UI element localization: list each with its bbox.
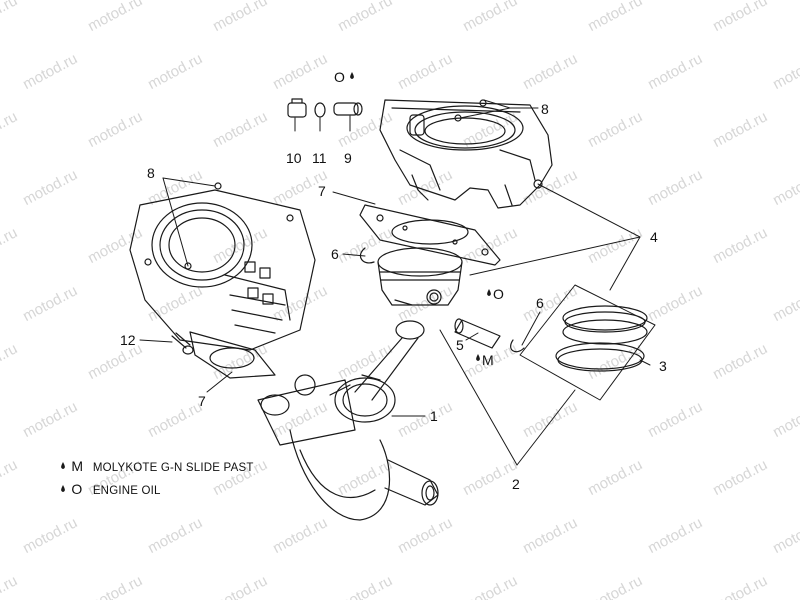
cylinder-drawing [379,99,553,209]
lube-mark-top-oil: O [334,69,345,85]
crankshaft-drawing [257,320,439,521]
lube-drop-icons [61,72,491,492]
callout-1: 1 [430,408,438,424]
callout-11: 11 [312,150,327,166]
lower-gasket-drawing [189,331,276,379]
callout-7-upper: 7 [318,183,326,199]
callout-6-right: 6 [536,295,544,311]
callout-4: 4 [650,229,658,245]
callout-8-left: 8 [147,165,155,181]
legend-text-engine-oil: ENGINE OIL [92,485,161,497]
callout-2: 2 [512,476,520,492]
callout-5: 5 [456,337,464,353]
legend-text-molykote: MOLYKOTE G-N SLIDE PAST [92,462,254,474]
callout-12: 12 [120,332,136,348]
callout-10: 10 [286,150,302,166]
plug-parts-drawing [287,98,363,118]
legend-code-engine-oil: O [71,481,83,497]
callout-3: 3 [659,358,667,374]
legend-item-molykote: M MOLYKOTE G-N SLIDE PAST [58,458,254,474]
lube-mark-pin-molykote: M [482,352,494,368]
legend-item-engine-oil: O ENGINE OIL [58,481,161,497]
lube-mark-piston-oil: O [493,286,504,302]
piston-rings-drawing [519,284,656,401]
callout-labels: 8 8 10 11 9 7 7 4 6 6 5 3 12 1 2 O O M [120,69,667,492]
callout-8-right: 8 [541,101,549,117]
piston-drawing [377,247,463,306]
callout-6-left: 6 [331,246,339,262]
cylinder-block-drawing [129,182,316,351]
piston-pin-drawing [359,247,525,353]
cylinder-gasket-drawing [359,204,501,266]
leader-lines [139,99,651,466]
legend-code-molykote: M [71,458,84,474]
callout-7-lower: 7 [198,393,206,409]
callout-9: 9 [344,150,352,166]
bolt-drawing [171,332,194,355]
